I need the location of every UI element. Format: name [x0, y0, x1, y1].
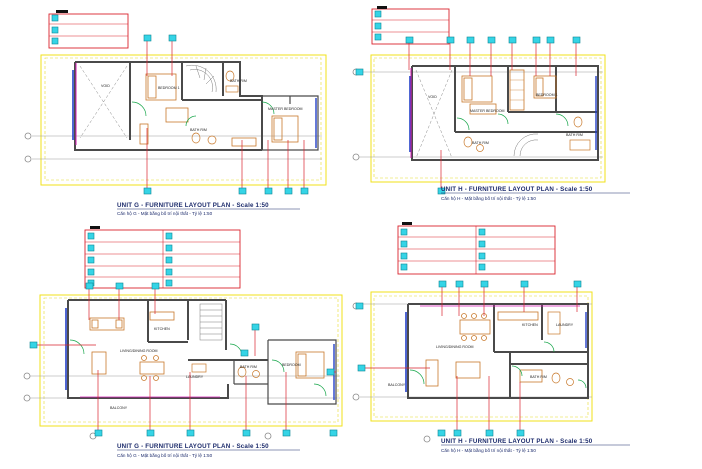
- plan-unit-g-upper: VOID BEDROOM 1 BATH R/M BATH R/M MASTER …: [32, 61, 322, 160]
- legend-box-unit-h-lower: [397, 222, 556, 275]
- room-label: MASTER BEDROOM: [268, 107, 303, 111]
- room-label: KITCHEN: [522, 323, 538, 327]
- plan-title: UNIT G - FURNITURE LAYOUT PLAN - Scale 1…: [117, 443, 269, 450]
- plan-subtitle: Căn hộ G - Mặt bằng bố trí nội thất - Tỷ…: [117, 452, 213, 458]
- room-label: BATH R/M: [566, 133, 583, 137]
- room-label: LIVING/DINING ROOM: [436, 345, 474, 349]
- room-label: BATH R/M: [230, 79, 247, 83]
- legend-box-unit-g-lower: [84, 226, 241, 289]
- plan-title: UNIT G - FURNITURE LAYOUT PLAN - Scale 1…: [117, 202, 269, 209]
- room-label: BEDROOM: [282, 363, 301, 367]
- room-label: LAUNDRY: [556, 323, 574, 327]
- room-label: LAUNDRY: [186, 375, 204, 379]
- callout-tags: [29, 10, 582, 437]
- room-label: BALCONY: [110, 406, 128, 410]
- room-label: BATH R/M: [472, 141, 489, 145]
- room-label: BATH R/M: [530, 375, 547, 379]
- room-label: MASTER BEDROOM: [470, 109, 505, 113]
- room-label: BATH R/M: [190, 128, 207, 132]
- plan-subtitle: Căn hộ H - Mặt bằng bố trí nội thất - Tỷ…: [441, 447, 536, 453]
- room-label: BEDROOM 1: [536, 93, 558, 97]
- room-label: LIVING/DINING ROOM: [120, 349, 158, 353]
- plan-dashed-boundaries: [43, 57, 602, 423]
- title-block-g-upper: UNIT G - FURNITURE LAYOUT PLAN - Scale 1…: [117, 202, 300, 216]
- room-label: BEDROOM 1: [158, 86, 180, 90]
- plan-unit-h-lower: LIVING/DINING ROOM KITCHEN LAUNDRY BATH …: [360, 303, 592, 399]
- title-block-h-lower: UNIT H - FURNITURE LAYOUT PLAN - Scale 1…: [441, 438, 630, 453]
- plan-title: UNIT H - FURNITURE LAYOUT PLAN - Scale 1…: [441, 438, 593, 445]
- room-label: BALCONY: [388, 383, 406, 387]
- plan-subtitle: Căn hộ G - Mặt bằng bố trí nội thất - Tỷ…: [117, 210, 213, 216]
- plan-subtitle: Căn hộ H - Mặt bằng bố trí nội thất - Tỷ…: [441, 195, 536, 201]
- room-label: VOID: [101, 84, 110, 88]
- plan-outlines: [39, 54, 606, 427]
- room-label: BATH R/M: [240, 365, 257, 369]
- plan-title: UNIT H - FURNITURE LAYOUT PLAN - Scale 1…: [441, 186, 593, 193]
- title-block-g-lower: UNIT G - FURNITURE LAYOUT PLAN - Scale 1…: [117, 443, 300, 458]
- room-label: VOID: [428, 95, 437, 99]
- room-label: KITCHEN: [154, 327, 170, 331]
- legend-box-unit-h-upper: [371, 6, 450, 45]
- title-block-h-upper: UNIT H - FURNITURE LAYOUT PLAN - Scale 1…: [441, 186, 630, 201]
- legend-box-unit-g-upper: [48, 10, 129, 49]
